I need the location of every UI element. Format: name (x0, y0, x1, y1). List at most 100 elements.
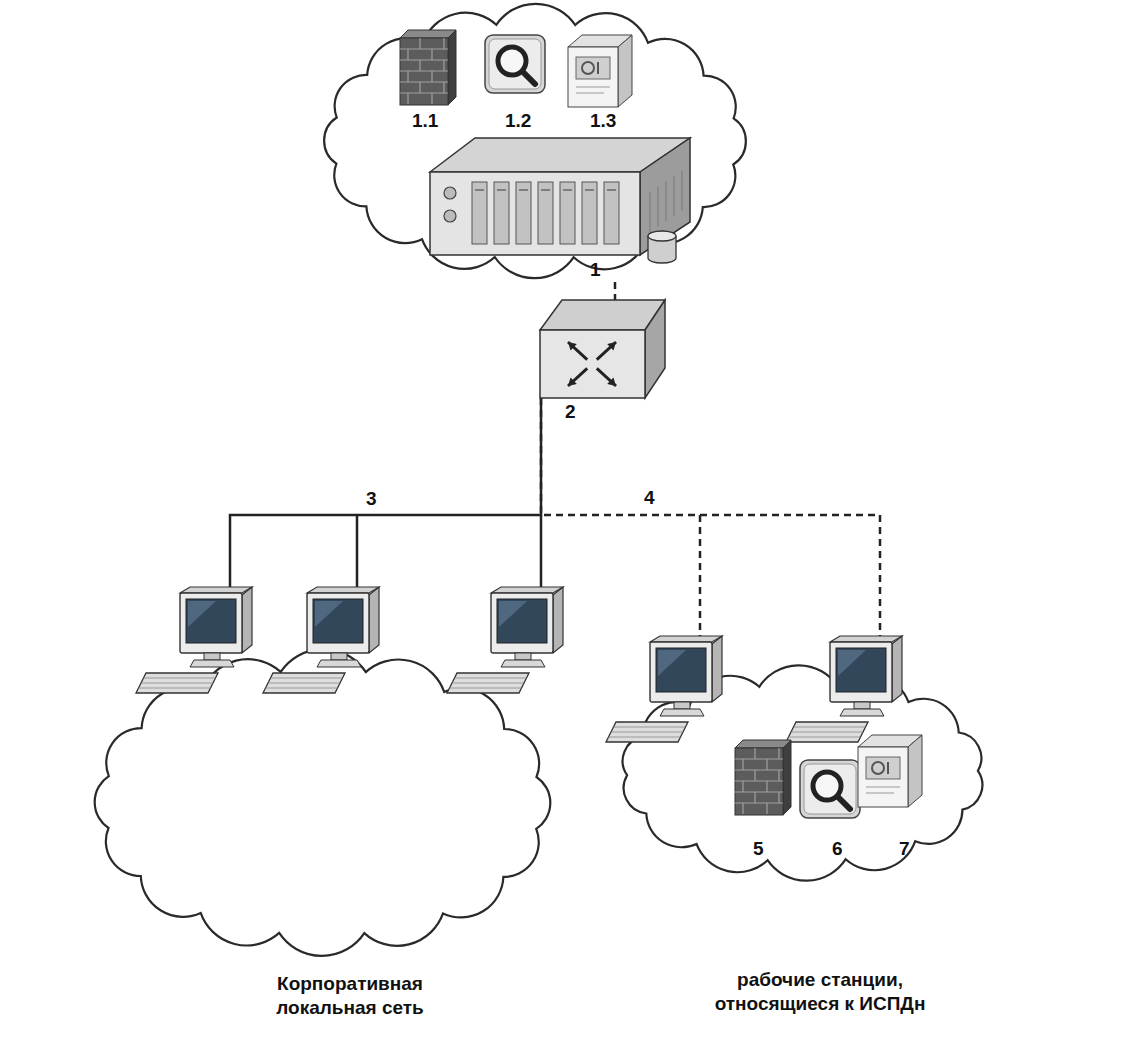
line-shape (791, 732, 863, 733)
workstation-icon (136, 587, 252, 693)
callout-number: 1.3 (590, 110, 616, 133)
line-shape (568, 368, 587, 386)
rect-shape (516, 182, 531, 244)
line-shape (450, 688, 522, 689)
line-shape (597, 342, 616, 360)
line-shape (735, 791, 783, 792)
rect-shape (858, 747, 908, 807)
rect-shape (494, 182, 509, 244)
line-shape (789, 737, 861, 738)
circle-shape (444, 187, 456, 199)
software-box-icon (568, 35, 632, 107)
line-shape (735, 780, 783, 781)
workstation-icon (786, 636, 902, 742)
line-shape (742, 781, 743, 792)
polygon-shape (607, 377, 616, 386)
line-shape (419, 60, 420, 71)
circle-shape (813, 772, 841, 800)
line-shape (523, 72, 535, 84)
polygon-shape (660, 709, 704, 716)
cloud-outline (324, 4, 746, 278)
line-shape (576, 93, 604, 94)
rect-shape (497, 599, 547, 643)
polygon-shape (307, 587, 379, 593)
antivirus-icon (800, 760, 860, 818)
line-shape (614, 727, 686, 728)
polygon-shape (645, 300, 665, 398)
polygon-shape (650, 636, 722, 642)
line-shape (443, 82, 444, 93)
line-shape (443, 38, 444, 49)
callout-number: 7 (899, 838, 910, 861)
line-shape (400, 59, 448, 60)
line-shape (607, 189, 616, 191)
line-shape (419, 82, 420, 93)
rect-shape (515, 653, 531, 660)
rect-shape (540, 330, 645, 398)
link-label: 3 (366, 488, 377, 511)
rect-shape (331, 653, 347, 660)
line-shape (766, 803, 767, 814)
rect-shape (313, 599, 363, 643)
line-shape (419, 38, 420, 49)
rect-shape (307, 593, 369, 653)
link-line (614, 282, 617, 300)
rect-shape (735, 748, 783, 815)
polygon-shape (242, 587, 252, 653)
polygon-shape (315, 601, 343, 627)
polygon-shape (712, 636, 722, 702)
line-shape (431, 93, 432, 104)
polygon-shape (263, 673, 345, 693)
line-shape (407, 49, 408, 60)
circle-shape (872, 762, 884, 774)
rect-shape (180, 593, 242, 653)
rect-shape (576, 57, 610, 79)
polygon-shape (735, 740, 791, 748)
polygon-shape (553, 587, 563, 653)
dashed-link (541, 398, 880, 640)
line-shape (866, 793, 894, 794)
polygon-shape (658, 650, 686, 676)
rect-shape (186, 599, 236, 643)
line-shape (452, 683, 524, 684)
rect-shape (830, 642, 892, 702)
cloud-outline (95, 649, 551, 956)
polygon-shape (838, 650, 866, 676)
line-shape (794, 727, 866, 728)
callout-number: 2 (565, 400, 576, 424)
line-shape (519, 189, 528, 191)
polygon-shape (136, 673, 218, 693)
line-shape (887, 762, 889, 774)
rect-shape (538, 182, 553, 244)
group-caption: Корпоративная локальная сеть (250, 972, 450, 1020)
node-outline (310, 0, 760, 282)
node-outline (80, 590, 565, 1025)
line-shape (682, 170, 683, 210)
network-switch: 2 (540, 300, 665, 398)
lan-cloud: Корпоративная локальная сеть (80, 590, 565, 1025)
polygon-shape (908, 735, 922, 807)
line-shape (766, 759, 767, 770)
polygon-shape (840, 709, 884, 716)
line-shape (443, 60, 444, 71)
callout-number: 6 (832, 838, 843, 861)
rect-shape (650, 642, 712, 702)
line-shape (141, 683, 213, 684)
line-shape (266, 688, 338, 689)
firewall-icon (735, 740, 791, 815)
polygon-shape (830, 636, 902, 642)
line-shape (766, 781, 767, 792)
line-shape (400, 70, 448, 71)
rect-shape (674, 702, 690, 709)
polygon-shape (190, 660, 234, 667)
switch-illustration (540, 300, 665, 398)
rect-shape (472, 182, 487, 244)
firewall-icon (400, 30, 456, 105)
line-shape (139, 688, 211, 689)
drop-wire (540, 515, 543, 593)
callout-number: 1.2 (505, 110, 531, 133)
polygon-shape (540, 300, 665, 330)
line-shape (666, 181, 667, 221)
line-shape (497, 189, 506, 191)
